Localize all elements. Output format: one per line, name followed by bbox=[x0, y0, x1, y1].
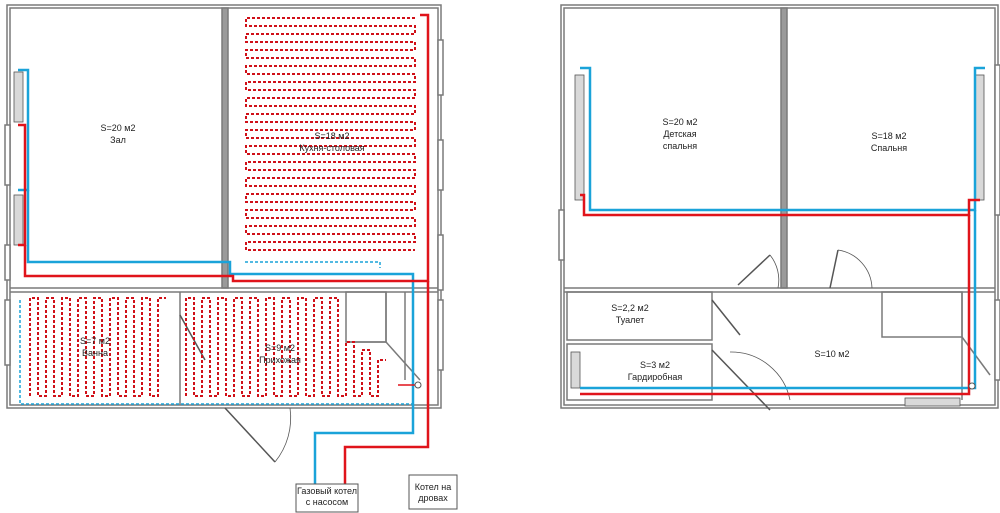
plan2-bedroom-door-leaf bbox=[829, 249, 839, 289]
pipe-return-main bbox=[26, 190, 415, 487]
plan1-stair-diagonal bbox=[385, 341, 421, 381]
pipe-supply-to-boiler bbox=[343, 281, 430, 487]
plan2-riser-node bbox=[968, 382, 976, 390]
label-wardrobe-name: Гардиробная bbox=[628, 372, 683, 382]
floor-heat-hallway bbox=[185, 297, 386, 397]
plan2-outer-wall-inner bbox=[563, 7, 996, 406]
plan2-toilet-door-leaf bbox=[711, 299, 741, 336]
plan1-entry-door-leaf bbox=[224, 407, 276, 463]
floor-heat-kitchen bbox=[245, 17, 416, 251]
plan2-wall-bedrooms bbox=[780, 7, 788, 289]
plan1-outer-wall bbox=[6, 4, 442, 409]
plan2-toilet-walls bbox=[566, 291, 713, 341]
plan1-stair-block bbox=[345, 291, 387, 343]
plan1-window-right-2 bbox=[437, 139, 444, 191]
radiator-corridor bbox=[904, 397, 961, 407]
radiator-kids bbox=[574, 74, 585, 201]
plan1-floor-heating bbox=[29, 17, 416, 397]
pipe-return-kitchen-floor bbox=[245, 261, 381, 268]
pipe-supply-corridor bbox=[580, 215, 971, 396]
gas-boiler-label-2: с насосом bbox=[306, 497, 348, 507]
gas-boiler-label-1: Газовый котел bbox=[297, 486, 357, 496]
plan1-boilers bbox=[295, 474, 458, 513]
manifold-node bbox=[414, 381, 422, 389]
plan2-radiators bbox=[570, 74, 985, 407]
label-hall-area: S=20 м2 bbox=[101, 123, 136, 133]
plan2-window-left bbox=[558, 209, 565, 261]
label-kids-name-2: спальня bbox=[663, 141, 697, 151]
room-labels: S=20 м2 Зал S=18 м2 Кухня-столовая S=7 м… bbox=[80, 117, 907, 507]
plan2-wardrobe-door-leaf bbox=[711, 349, 771, 411]
plan2-window-right bbox=[994, 64, 1000, 216]
wood-boiler-box bbox=[408, 474, 458, 510]
plan2-kids-door-leaf bbox=[737, 254, 771, 286]
plan2-bedroom-door-arc bbox=[837, 249, 873, 289]
label-kitchen-name: Кухня-столовая bbox=[299, 143, 364, 153]
label-bath-area: S=7 м2 bbox=[80, 336, 110, 346]
label-bedroom-area: S=18 м2 bbox=[872, 131, 907, 141]
pipe-supply-bedrooms bbox=[580, 193, 980, 217]
radiator-hall-1 bbox=[13, 71, 24, 123]
plan2-stair-block bbox=[881, 291, 963, 338]
wood-boiler-label-2: дровах bbox=[418, 493, 448, 503]
radiator-bedroom bbox=[974, 74, 985, 201]
plan1-window-left-2 bbox=[4, 244, 11, 281]
plan2-outer-wall bbox=[560, 4, 999, 409]
label-toilet-area: S=2,2 м2 bbox=[611, 303, 648, 313]
label-bath-name: Ванна bbox=[82, 348, 108, 358]
label-hallway-name: Прихожая bbox=[259, 355, 301, 365]
plan2-walls bbox=[558, 4, 1000, 411]
plan1-radiators bbox=[13, 71, 24, 246]
plan2-wardrobe-walls bbox=[566, 343, 713, 401]
plan1-window-right-3 bbox=[437, 234, 444, 291]
label-kids-area: S=20 м2 bbox=[663, 117, 698, 127]
plan2-wardrobe-door-arc bbox=[729, 351, 791, 401]
label-wardrobe-area: S=3 м2 bbox=[640, 360, 670, 370]
label-hall-name: Зал bbox=[110, 135, 126, 145]
plan1-stair-outline bbox=[346, 292, 387, 343]
gas-boiler-box bbox=[295, 483, 359, 513]
plan1-window-left-3 bbox=[4, 299, 11, 366]
plan1-walls bbox=[4, 4, 444, 463]
plan1-window-left-1 bbox=[4, 124, 11, 186]
radiator-hall-2 bbox=[13, 194, 24, 246]
plan2-kids-door-arc bbox=[769, 254, 780, 289]
plan2-window-right-2 bbox=[994, 299, 1000, 381]
label-kitchen-area: S=18 м2 bbox=[315, 131, 350, 141]
plan1-entry-door-arc bbox=[274, 407, 292, 463]
pipe-return-bedrooms bbox=[580, 66, 985, 212]
radiator-wardrobe bbox=[570, 351, 581, 389]
label-corridor-area: S=10 м2 bbox=[815, 349, 850, 359]
label-kids-name-1: Детская bbox=[663, 129, 696, 139]
pipe-supply-hall-rad bbox=[18, 123, 27, 247]
floor-heat-bath bbox=[29, 297, 166, 397]
pipe-supply-main bbox=[23, 13, 430, 283]
pipe-return-corridor bbox=[580, 210, 977, 390]
plan1-bath-door-leaf bbox=[179, 314, 206, 361]
pipe-return-hall-rad bbox=[18, 68, 30, 192]
plan1-wall-hall-kitchen bbox=[221, 7, 229, 289]
plan1-window-right-4 bbox=[437, 299, 444, 371]
label-hallway-area: S=9 м2 bbox=[265, 343, 295, 353]
plan2-pipes bbox=[580, 66, 985, 396]
pipe-return-floor-loop bbox=[19, 300, 413, 405]
label-bedroom-name: Спальня bbox=[871, 143, 907, 153]
wood-boiler-label-1: Котел на bbox=[415, 482, 452, 492]
plan1-pipes bbox=[18, 13, 430, 487]
plan1-window-right-1 bbox=[437, 39, 444, 96]
label-toilet-name: Туалет bbox=[616, 315, 644, 325]
